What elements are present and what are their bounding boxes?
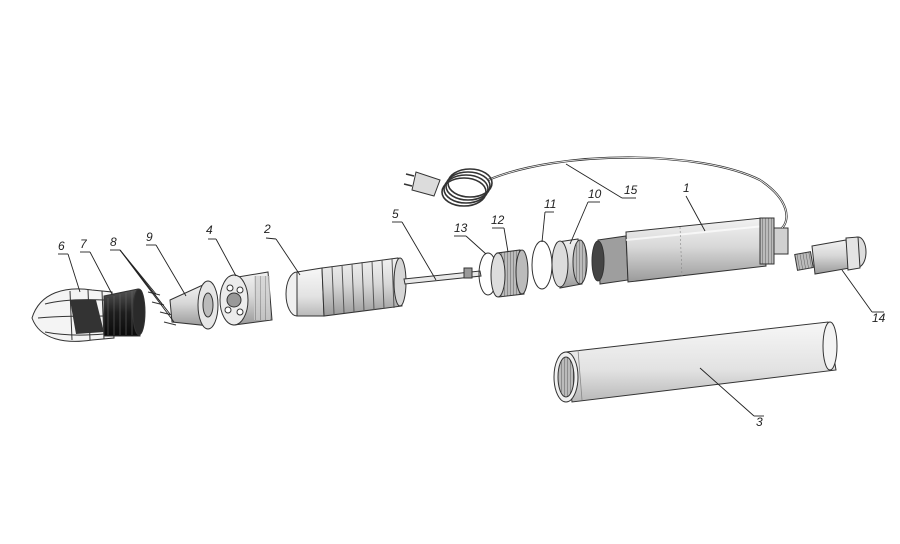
callout-6: 6 (58, 239, 65, 253)
callout-labels: 1 2 3 4 5 6 7 8 9 10 11 12 13 14 15 (58, 181, 886, 429)
power-cable-with-plug (403, 156, 788, 229)
callout-11: 11 (544, 197, 556, 211)
callout-1: 1 (683, 181, 690, 195)
callout-14: 14 (872, 311, 886, 325)
callout-9: 9 (146, 230, 153, 244)
callout-3: 3 (756, 415, 763, 429)
callout-2: 2 (263, 222, 271, 236)
strainer-cage (31, 288, 115, 342)
callout-5: 5 (392, 207, 399, 221)
callout-4: 4 (206, 223, 213, 237)
intake-screen (103, 288, 146, 337)
callout-8: 8 (110, 235, 117, 249)
callout-15: 15 (624, 183, 638, 197)
callout-7: 7 (80, 237, 88, 251)
seal-ring-11 (531, 240, 553, 290)
outlet-fitting (794, 236, 867, 275)
cone-diffuser (169, 280, 219, 330)
callout-10: 10 (588, 187, 602, 201)
pump-stage-stack (285, 257, 407, 317)
impeller-housing (219, 271, 273, 326)
outer-casing-tube (553, 321, 838, 403)
pump-shaft (403, 267, 482, 285)
callout-13: 13 (454, 221, 468, 235)
motor-body (591, 217, 789, 285)
bearing-housing (490, 249, 529, 298)
motor-end-cap (551, 238, 588, 289)
leader-lines (58, 163, 884, 417)
callout-12: 12 (491, 213, 505, 227)
